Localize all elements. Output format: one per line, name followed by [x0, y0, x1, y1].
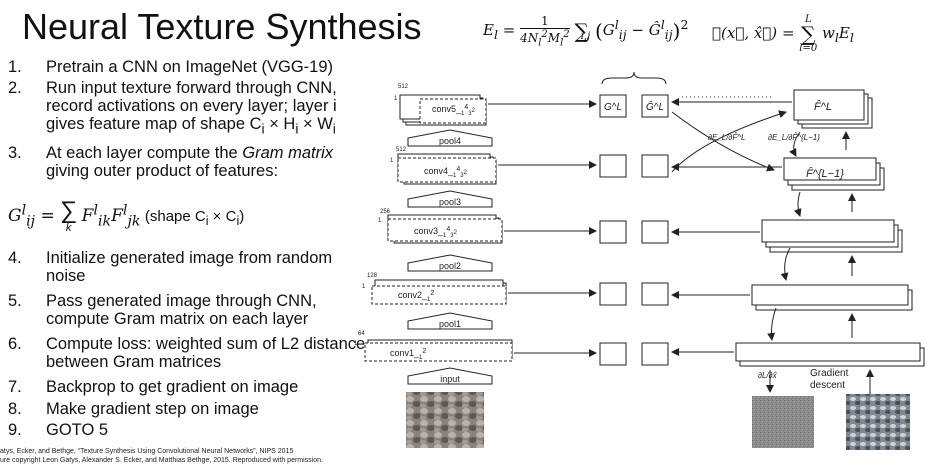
- total-loss-equation: ℒ(x⃗, x̂⃗) = L ∑ l=0 wlEl: [712, 14, 854, 54]
- feature-l-minus-1-label: F̂^{L−1}: [806, 166, 844, 180]
- small-one-label: 1: [362, 284, 366, 290]
- pool4-label: pool4: [439, 136, 461, 146]
- generated-texture-image: [846, 394, 910, 450]
- step-text: Backprop to get gradient on image: [46, 378, 299, 396]
- conv2-label: conv2_12: [398, 290, 434, 303]
- step-text: Compute loss: weighted sum of L2 distanc…: [46, 335, 366, 371]
- citation-line: atys, Ecker, and Bethge, “Texture Synthe…: [0, 448, 294, 455]
- citation: atys, Ecker, and Bethge, “Texture Synthe…: [0, 447, 323, 465]
- generated-conv2-block: [751, 284, 913, 311]
- small-one-label: 1: [394, 96, 398, 102]
- conv1-label: conv1_12: [390, 348, 426, 361]
- step-text: GOTO 5: [46, 421, 109, 439]
- noise-image: [752, 396, 814, 448]
- step-number: 1.: [8, 58, 22, 76]
- step-number: 6.: [8, 335, 22, 353]
- conv5-block: [399, 94, 487, 126]
- pool1-label: pool1: [439, 319, 461, 329]
- step-text: Pass generated image through CNN, comput…: [46, 292, 317, 328]
- input-label: input: [440, 374, 460, 384]
- channels-label: 512: [396, 147, 407, 153]
- pool2-label: pool2: [439, 261, 461, 271]
- conv5-label: conv5_1432: [432, 104, 476, 117]
- gram-box: [599, 220, 627, 244]
- gram-brace: [601, 71, 667, 85]
- input-texture-image: [406, 392, 484, 448]
- generated-conv1-block: [735, 342, 925, 367]
- pool1-arrow: [407, 312, 493, 330]
- conv3-label: conv3_1432: [414, 226, 458, 239]
- conv2-block: [371, 279, 507, 305]
- step-number: 9.: [8, 421, 22, 439]
- feature-l-label: F̂^L: [814, 99, 832, 113]
- gradient-descent-label-1: Gradient: [810, 368, 849, 379]
- small-one-label: 1: [354, 341, 358, 347]
- gradient-l-label: ∂E_L/∂F̂^L: [708, 133, 745, 142]
- step-number: 8.: [8, 400, 22, 418]
- channels-label: 512: [398, 84, 409, 90]
- generated-conv4-block: [783, 157, 885, 191]
- gram-box: [641, 220, 669, 244]
- step-number: 2.: [8, 79, 22, 97]
- step-text: Make gradient step on image: [46, 400, 259, 418]
- step-text: Run input texture forward through CNN, r…: [46, 79, 337, 137]
- gram-box-generated: [641, 94, 669, 118]
- gram-box: [641, 342, 669, 366]
- gram-box-target: [599, 94, 627, 118]
- step-number: 4.: [8, 249, 22, 267]
- step-number: 5.: [8, 292, 22, 310]
- gram-box: [599, 154, 627, 178]
- step-number: 3.: [8, 144, 22, 162]
- conv4-block: [397, 153, 497, 185]
- layer-loss-equation: El = 1 4Nl2Ml2 ∑i,j (Glij − Ĝlij)2: [483, 14, 689, 49]
- gram-generated-label: Ĝ^L: [646, 100, 664, 113]
- small-one-label: 1: [390, 158, 394, 164]
- gram-matrix-formula: Glij = ∑ k FlikFljk (shape Ci × Ci): [8, 197, 245, 235]
- pool3-arrow: [407, 190, 493, 208]
- conv4-label: conv4_1432: [424, 166, 468, 179]
- step-number: 7.: [8, 378, 22, 396]
- gradient-l-minus-1-label: ∂E_L/∂F̂^{L−1}: [768, 133, 820, 142]
- pool3-label: pool3: [439, 197, 461, 207]
- channels-label: 64: [358, 331, 365, 337]
- channels-label: 128: [367, 273, 378, 279]
- generated-conv5-block: [793, 89, 873, 129]
- step-text: Initialize generated image from random n…: [46, 249, 333, 285]
- input-arrow: [407, 367, 493, 385]
- generated-conv3-block: [761, 219, 903, 253]
- image-gradient-label: ∂L/∂x̂: [758, 371, 778, 380]
- gram-box: [641, 154, 669, 178]
- conv1-block: [364, 339, 513, 362]
- gram-box: [599, 342, 627, 366]
- pool2-arrow: [407, 254, 493, 272]
- slide-title: Neural Texture Synthesis: [22, 6, 422, 47]
- gradient-descent-label-2: descent: [810, 380, 845, 391]
- step-text: Pretrain a CNN on ImageNet (VGG-19): [46, 58, 334, 76]
- channels-label: 256: [380, 209, 391, 215]
- gram-box: [641, 282, 669, 306]
- pool4-arrow: [407, 129, 493, 147]
- small-one-label: 1: [378, 218, 382, 224]
- gram-box: [599, 282, 627, 306]
- step-text: At each layer compute the Gram matrix gi…: [46, 144, 334, 180]
- gram-target-label: G^L: [604, 102, 622, 113]
- conv3-block: [387, 214, 503, 244]
- citation-line: ure copyright Leon Gatys, Alexander S. E…: [0, 457, 323, 464]
